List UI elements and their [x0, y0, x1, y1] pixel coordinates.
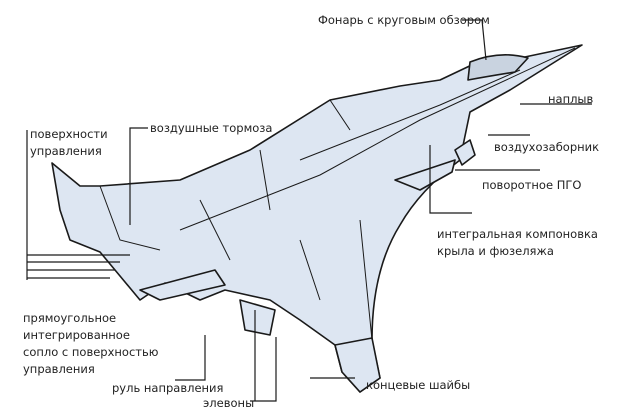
label-strake: наплыв — [548, 92, 594, 106]
label-blended-1: интегральная компоновка — [437, 227, 598, 241]
label-elevons: элевоны — [203, 396, 255, 410]
intake — [454, 139, 476, 166]
label-control-surfaces-1: поверхности — [30, 127, 108, 141]
label-wingtip-fins: концевые шайбы — [366, 378, 471, 392]
canard — [394, 159, 456, 191]
aircraft-body — [51, 44, 583, 393]
label-nozzle-4: управления — [23, 362, 95, 376]
label-nozzle-3: сопло с поверхностью — [23, 345, 159, 359]
nozzle — [139, 269, 226, 301]
label-rudder: руль направления — [112, 381, 224, 395]
label-intake: воздухозаборник — [494, 140, 600, 154]
label-canard: поворотное ПГО — [482, 178, 582, 192]
label-airbrakes: воздушные тормоза — [150, 121, 273, 135]
wingtip-fin — [334, 337, 381, 393]
leader-lines — [26, 19, 592, 402]
label-canopy: Фонарь с круговым обзором — [318, 13, 490, 27]
label-blended-2: крыла и фюзеляжа — [437, 244, 554, 258]
label-control-surfaces-2: управления — [30, 144, 102, 158]
ventral-fin — [239, 299, 276, 336]
label-nozzle-1: прямоугольное — [23, 311, 117, 325]
label-nozzle-2: интегрированное — [23, 328, 130, 342]
